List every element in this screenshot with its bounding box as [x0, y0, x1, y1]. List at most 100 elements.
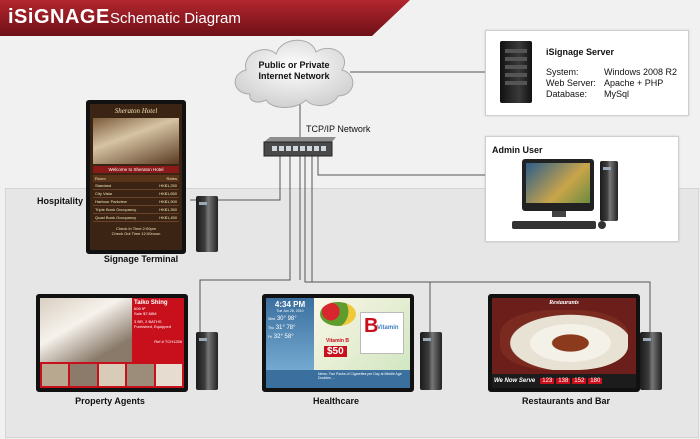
thumbnail	[127, 364, 154, 386]
weather-low: 32°	[273, 334, 283, 340]
table-header-rate: Rates	[166, 176, 177, 181]
server-row-value: Apache + PHP	[604, 78, 664, 88]
admin-title: Admin User	[492, 145, 543, 155]
brand-logo: iSiGNAGE	[8, 6, 110, 28]
thumbnail	[70, 364, 97, 386]
terminal-pc-tower-icon	[196, 196, 218, 252]
server-row: System: Windows 2008 R2 Web Server: Apache…	[546, 67, 686, 100]
zone-label: Hospitality	[37, 196, 84, 206]
checkin-time: Check In Time 2:00pm	[115, 226, 157, 231]
vitamin-letter: B	[364, 315, 379, 337]
server-card: iSignage Server System: Windows 2008 R2 W…	[485, 30, 689, 116]
server-row-value: MySql	[604, 89, 630, 99]
queue-number: 138	[556, 378, 571, 384]
property-line: Sale $7.68M	[134, 311, 157, 316]
property-line: 606 ft²	[134, 306, 146, 311]
clock-time: 4:34 PM	[274, 300, 306, 309]
hotel-name: Sheraton Hotel	[114, 107, 158, 115]
weather-day: Thu	[268, 326, 275, 330]
table-header-room: Room	[95, 176, 106, 181]
table-row-room: Triple Bunk Occupancy	[95, 207, 137, 212]
keyboard-icon	[512, 221, 596, 229]
healthcare-caption: Healthcare	[312, 396, 360, 406]
weather-low: 31°	[275, 325, 285, 331]
queue-number: 152	[572, 378, 587, 384]
weather-high: 58°	[284, 334, 294, 340]
restaurant-title: Restaurants	[549, 300, 579, 306]
checkout-time: Check Out Time 12:00noon	[111, 231, 161, 236]
restaurant-caption: Restaurants and Bar	[521, 396, 611, 406]
table-row-room: City Vista	[95, 191, 112, 196]
cloud-label-line1: Public or Private	[258, 60, 330, 70]
property-screen: Taiko Shing 606 ft² Sale $7.68M 3 BR, 2 …	[36, 294, 188, 392]
healthcare-screen: 4:34 PM Tue Jun 28, 2010 Wed 30° 98° Thu…	[262, 294, 414, 392]
vitamin-label: Vitamin	[377, 325, 399, 331]
cloud-label-line2: Internet Network	[258, 71, 330, 81]
property-thumbnails	[40, 362, 184, 388]
restaurant-pc-tower-icon	[640, 332, 662, 390]
admin-card: Admin User	[485, 136, 679, 242]
table-row: Quad Bunk Occupancy HK$1,450	[93, 214, 179, 222]
server-row-value: Windows 2008 R2	[604, 67, 678, 77]
product-ad: B Vitamin Vitamin B $50	[314, 298, 410, 378]
table-row-room: Standard	[95, 183, 112, 188]
cloud-icon	[234, 39, 354, 108]
property-line: 3 BR, 2 BATHS	[134, 319, 162, 324]
thumbnail	[42, 364, 69, 386]
table-row-rate: HK$1,650	[159, 191, 177, 196]
thumbnail	[155, 364, 183, 386]
server-row-key: System:	[546, 67, 579, 77]
admin-pc-tower-icon	[600, 161, 618, 221]
table-row-room: Harbour Parkview	[95, 199, 127, 204]
table-row-rate: HK$1,900	[159, 199, 177, 204]
network-switch-icon	[263, 137, 336, 157]
property-pc-tower-icon	[196, 332, 218, 390]
weather-row: Thu 31° 78°	[266, 322, 314, 331]
welcome-bar: Welcome to Sheraton Hotel	[93, 166, 179, 173]
server-row-key: Database:	[546, 89, 588, 99]
table-row: City Vista HK$1,650	[93, 190, 179, 198]
property-line: Furnished, Equipped	[134, 324, 171, 329]
weather-row: Fri 32° 58°	[266, 331, 314, 340]
monitor-stand	[552, 211, 566, 217]
weather-day: Wed	[268, 317, 276, 321]
server-row-key: Web Server:	[546, 78, 596, 88]
weather-panel: 4:34 PM Tue Jun 28, 2010 Wed 30° 98° Thu…	[266, 298, 314, 378]
property-info-panel: Taiko Shing 606 ft² Sale $7.68M 3 BR, 2 …	[132, 298, 184, 362]
terminal-caption: Signage Terminal	[103, 254, 179, 264]
table-header: Room Rates	[93, 175, 179, 182]
healthcare-pc-tower-icon	[420, 332, 442, 390]
header-banner	[0, 0, 410, 36]
dish-photo	[500, 310, 628, 370]
restaurant-screen: Restaurants We Now Serve 123 138 152 180	[488, 294, 640, 392]
weather-row: Wed 30° 98°	[266, 313, 314, 322]
weather-low: 30°	[276, 316, 286, 322]
table-row-rate: HK$1,450	[159, 215, 177, 220]
property-name: Taiko Shing	[134, 300, 168, 306]
clock-date: Tue Jun 28, 2010	[276, 309, 304, 313]
vitamin-box: B Vitamin	[360, 312, 404, 354]
server-title: iSignage Server	[546, 47, 615, 57]
serving-label: We Now Serve	[494, 378, 536, 384]
cloud-label: Public or Private Internet Network	[244, 60, 344, 82]
table-row-rate: HK$1,250	[159, 183, 177, 188]
serving-bar: We Now Serve 123 138 152 180	[492, 374, 636, 388]
queue-number: 123	[540, 378, 555, 384]
weather-day: Fri	[268, 335, 273, 339]
weather-high: 78°	[286, 325, 296, 331]
table-row-room: Quad Bunk Occupancy	[95, 215, 137, 220]
signage-terminal-screen: Sheraton Hotel Welcome to Sheraton Hotel…	[86, 100, 186, 254]
product-name: Vitamin B	[326, 338, 349, 344]
switch-label: TCP/IP Network	[306, 124, 371, 134]
news-ticker: News: Two Packs of Cigarettes per Day at…	[266, 370, 410, 388]
weather-high: 98°	[287, 316, 297, 322]
property-ref: Ref # TCH1256	[154, 339, 182, 344]
property-photo	[40, 298, 132, 362]
vegetables-photo	[320, 302, 356, 326]
product-price: $50	[324, 346, 347, 357]
thumbnail	[98, 364, 126, 386]
table-row: Standard HK$1,250	[93, 182, 179, 190]
